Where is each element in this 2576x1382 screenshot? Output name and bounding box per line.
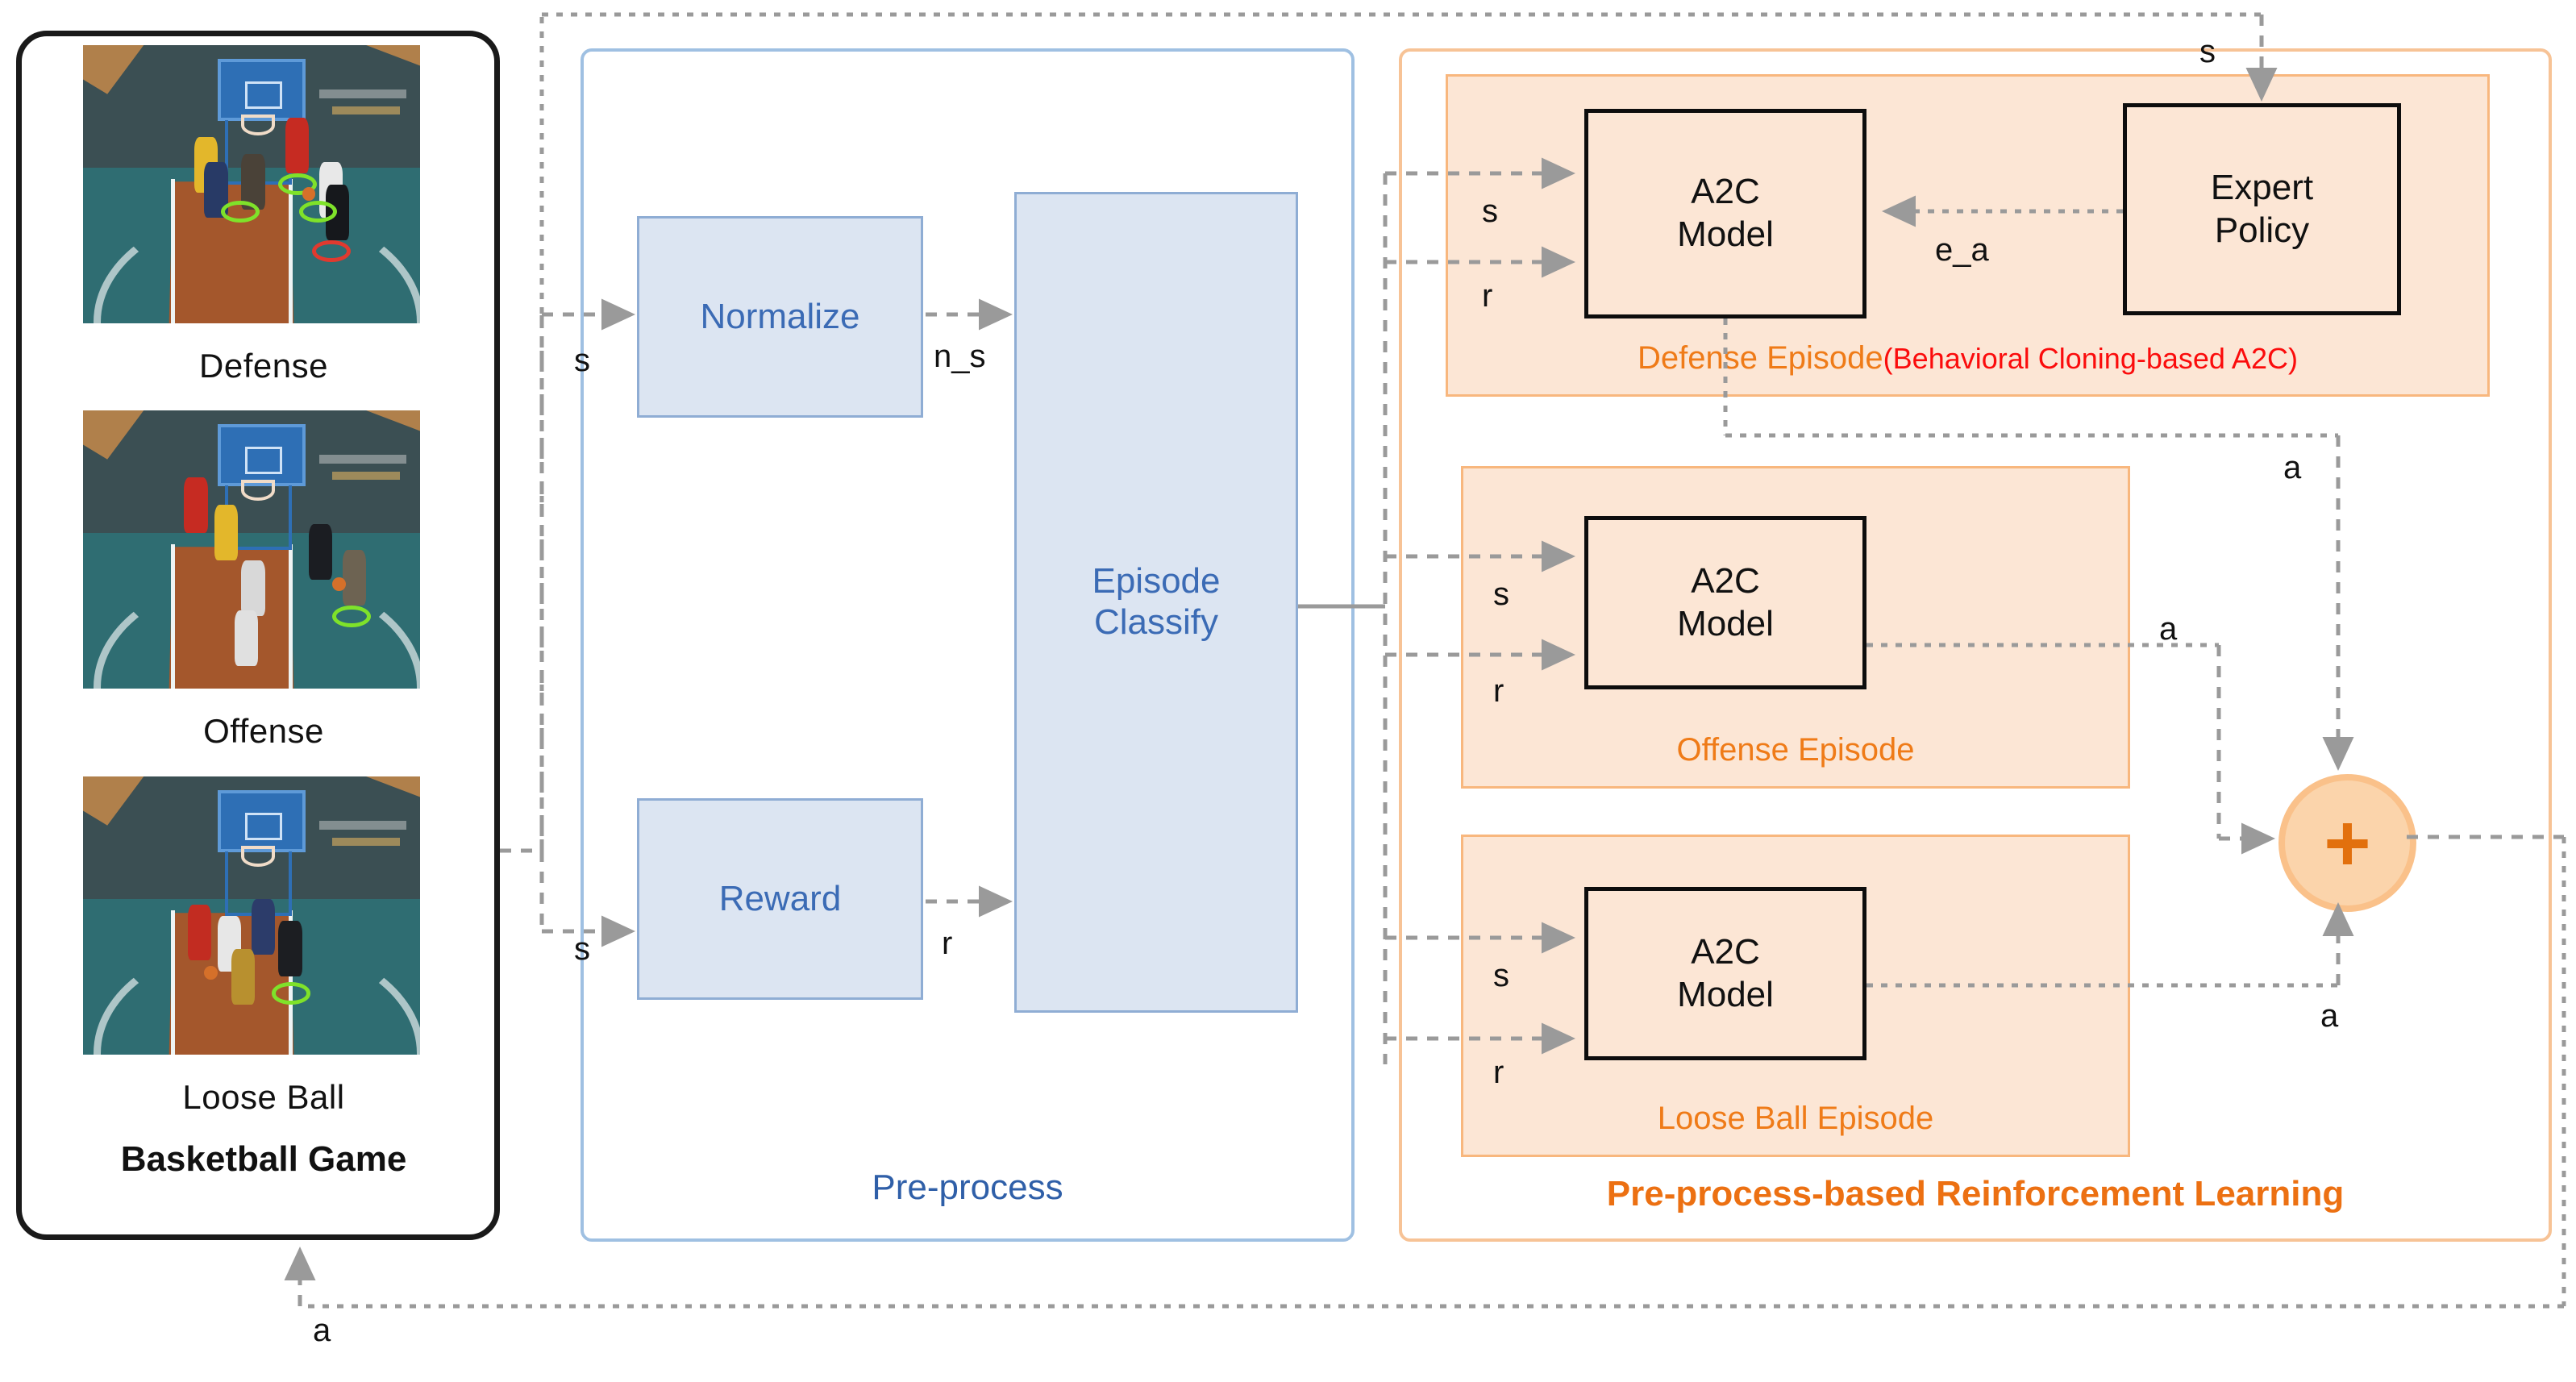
game-thumbnail-defense	[83, 45, 420, 323]
basketball-game-panel: Defense Offense	[16, 31, 500, 1240]
signal-label-a-offense: a	[2159, 611, 2178, 647]
offense-episode-label: Offense Episode	[1463, 732, 2128, 768]
expert-policy-block[interactable]: Expert Policy	[2123, 103, 2401, 315]
loose-ball-episode-label: Loose Ball Episode	[1463, 1101, 2128, 1137]
episode-classify-label-line2: Classify	[1093, 602, 1219, 642]
reward-label: Reward	[718, 878, 842, 918]
signal-label-a-feedback: a	[313, 1313, 331, 1348]
plus-icon: +	[2324, 797, 2371, 889]
signal-label-s-reward: s	[574, 931, 590, 967]
defense-a2c-line1: A2C	[1691, 172, 1760, 212]
thumbnail-caption-loose-ball: Loose Ball	[182, 1078, 345, 1116]
signal-label-a-loose: a	[2320, 998, 2339, 1034]
game-thumbnail-offense	[83, 410, 420, 689]
game-panel-title: Basketball Game	[120, 1139, 407, 1179]
defense-episode-label: Defense Episode(Behavioral Cloning-based…	[1448, 340, 2487, 377]
expert-policy-line1: Expert	[2210, 167, 2314, 207]
loose-ball-a2c-line2: Model	[1677, 974, 1774, 1014]
thumbnail-caption-defense: Defense	[199, 347, 328, 385]
signal-label-r-offense: r	[1493, 673, 1504, 709]
preprocess-group-title: Pre-process	[872, 1168, 1063, 1207]
defense-episode-label-main: Defense Episode	[1638, 340, 1883, 376]
rl-group-title: Pre-process-based Reinforcement Learning	[1606, 1174, 2345, 1213]
normalize-block[interactable]: Normalize	[637, 216, 923, 418]
signal-label-r-classify: r	[942, 926, 953, 961]
signal-label-s-expert: s	[2199, 34, 2216, 69]
defense-episode-label-sub: (Behavioral Cloning-based A2C)	[1883, 342, 2298, 375]
loose-ball-episode-label-main: Loose Ball Episode	[1657, 1101, 1934, 1136]
expert-policy-line2: Policy	[2214, 210, 2310, 250]
offense-a2c-model-block[interactable]: A2C Model	[1584, 516, 1866, 689]
signal-label-s-normalize: s	[574, 343, 590, 378]
defense-a2c-line2: Model	[1677, 214, 1774, 254]
offense-a2c-line1: A2C	[1691, 560, 1760, 601]
loose-ball-a2c-model-block[interactable]: A2C Model	[1584, 887, 1866, 1060]
signal-label-n-s: n_s	[934, 339, 986, 374]
thumbnail-caption-offense: Offense	[203, 712, 324, 750]
game-thumbnail-loose-ball	[83, 776, 420, 1055]
episode-classify-block[interactable]: Episode Classify	[1014, 192, 1298, 1013]
episode-classify-label-line1: Episode	[1092, 561, 1221, 602]
normalize-label: Normalize	[700, 296, 860, 336]
offense-a2c-line2: Model	[1677, 603, 1774, 643]
action-sum-node[interactable]: +	[2278, 774, 2416, 912]
signal-label-e-a: e_a	[1935, 232, 1989, 268]
signal-label-r-loose: r	[1493, 1055, 1504, 1090]
signal-label-a-defense: a	[2283, 450, 2302, 485]
reward-block[interactable]: Reward	[637, 798, 923, 1000]
signal-label-s-loose: s	[1493, 958, 1509, 993]
loose-ball-a2c-line1: A2C	[1691, 931, 1760, 972]
signal-label-r-defense: r	[1482, 278, 1493, 314]
signal-label-s-offense: s	[1493, 577, 1509, 612]
signal-label-s-defense: s	[1482, 194, 1498, 229]
defense-a2c-model-block[interactable]: A2C Model	[1584, 109, 1866, 318]
offense-episode-label-main: Offense Episode	[1676, 732, 1915, 768]
